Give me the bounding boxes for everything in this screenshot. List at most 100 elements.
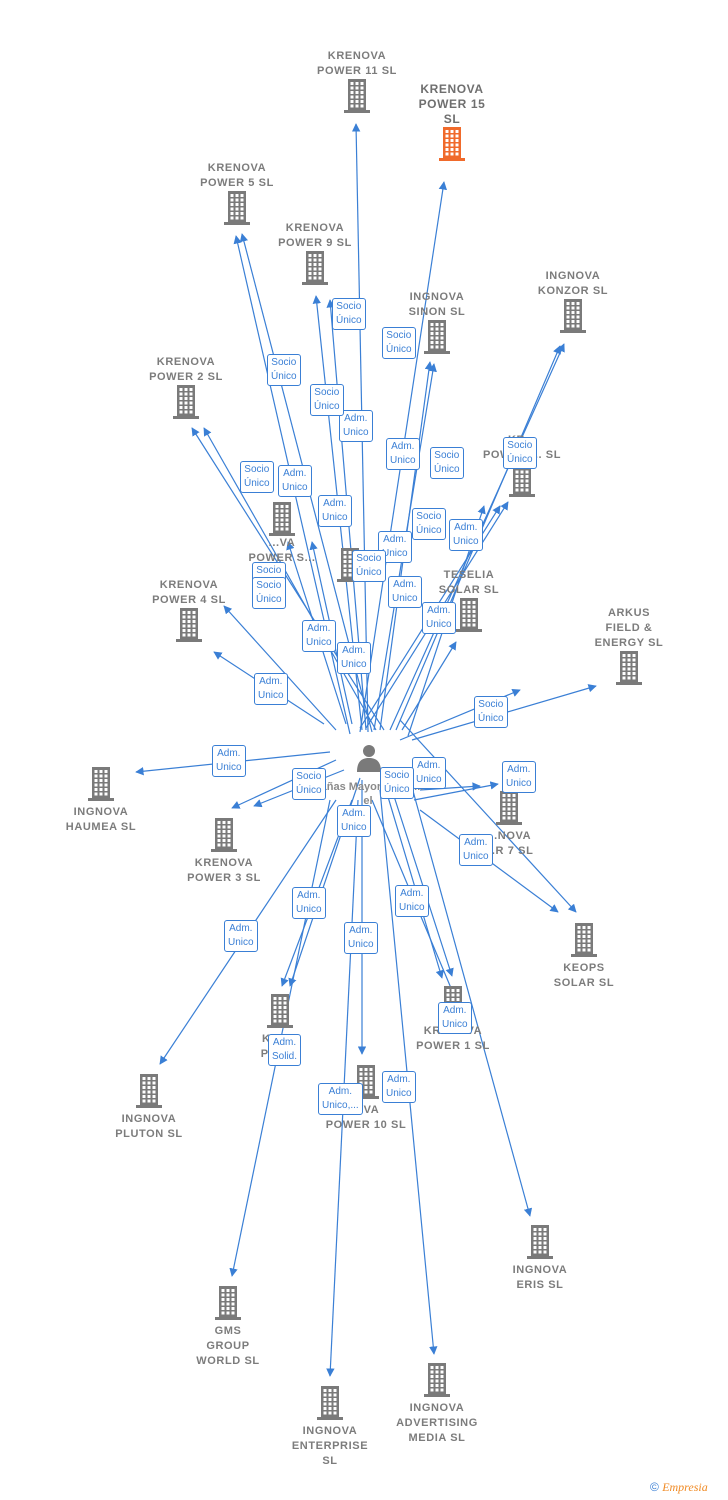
company-name: ...NOVA ...R 7 SL bbox=[484, 830, 534, 857]
relation-label[interactable]: Adm. Unico bbox=[278, 465, 312, 497]
relation-label[interactable]: Adm. Unico bbox=[502, 761, 536, 793]
relation-label[interactable]: Socio Único bbox=[382, 327, 416, 359]
relation-edge bbox=[401, 641, 457, 731]
company-node[interactable]: ARKUS FIELD & ENERGY SL bbox=[569, 606, 689, 685]
company-node[interactable]: INGNOVA ADVERTISING MEDIA SL bbox=[377, 1363, 497, 1446]
company-node[interactable]: KRENOVA POWER 2 SL bbox=[126, 355, 246, 419]
building-icon bbox=[496, 791, 522, 825]
building-icon bbox=[88, 767, 114, 801]
company-name: KEOPS SOLAR SL bbox=[553, 962, 615, 989]
relation-label[interactable]: Adm. Unico bbox=[395, 885, 429, 917]
relation-label[interactable]: Adm. Unico bbox=[254, 673, 288, 705]
company-name: INGNOVA HAUMEA SL bbox=[65, 806, 137, 833]
building-icon bbox=[302, 251, 328, 285]
building-icon bbox=[560, 299, 586, 333]
company-node[interactable]: INGNOVA PLUTON SL bbox=[89, 1074, 209, 1142]
relation-label[interactable]: Adm. Unico bbox=[224, 920, 258, 952]
relation-label[interactable]: Socio Único bbox=[252, 577, 286, 609]
relation-label[interactable]: Adm. Unico bbox=[459, 834, 493, 866]
relation-label[interactable]: Adm. Unico bbox=[318, 495, 352, 527]
company-node[interactable]: INGNOVA HAUMEA SL bbox=[41, 767, 161, 835]
relation-label[interactable]: Socio Único bbox=[332, 298, 366, 330]
building-icon bbox=[317, 1386, 343, 1420]
brand-logo[interactable]: Empresia bbox=[662, 1480, 708, 1494]
building-icon bbox=[456, 598, 482, 632]
building-icon bbox=[439, 127, 465, 161]
company-name: KRENOVA POWER 5 SL bbox=[200, 162, 274, 189]
copyright-footer: © Empresia bbox=[650, 1480, 708, 1495]
person-node[interactable] bbox=[354, 742, 384, 772]
relation-label[interactable]: Adm. Unico bbox=[212, 745, 246, 777]
relation-label[interactable]: Adm. Unico bbox=[412, 757, 446, 789]
company-node[interactable]: KRENOVA POWER 15 SL bbox=[392, 82, 512, 161]
building-icon bbox=[267, 994, 293, 1028]
building-icon bbox=[269, 502, 295, 536]
company-node[interactable]: KEOPS SOLAR SL bbox=[524, 923, 644, 991]
company-node[interactable]: KRENOVA POWER 3 SL bbox=[164, 818, 284, 886]
company-name: KRENOVA POWER 3 SL bbox=[187, 857, 261, 884]
relation-label[interactable]: Socio Único bbox=[292, 768, 326, 800]
company-name: GMS GROUP WORLD SL bbox=[196, 1325, 260, 1367]
relation-edge bbox=[399, 719, 577, 913]
company-node[interactable]: KRENOVA POWER 4 SL bbox=[129, 578, 249, 642]
relation-label[interactable]: Socio Único bbox=[267, 354, 301, 386]
relation-label[interactable]: Socio Único bbox=[503, 437, 537, 469]
company-name: KRENOVA POWER 11 SL bbox=[317, 50, 397, 77]
company-name: INGNOVA PLUTON SL bbox=[115, 1113, 183, 1140]
company-name: KRENOVA POWER 15 SL bbox=[418, 82, 486, 126]
company-node[interactable]: KRENOVA POWER 5 SL bbox=[177, 161, 297, 225]
company-node[interactable]: KRENOVA POWER 9 SL bbox=[255, 221, 375, 285]
relation-label[interactable]: Socio Único bbox=[474, 696, 508, 728]
relation-edge bbox=[419, 782, 481, 791]
relation-label[interactable]: Socio Único bbox=[352, 550, 386, 582]
company-node[interactable]: ...NOVA ...R 7 SL bbox=[449, 791, 569, 859]
relation-label[interactable]: Adm. Unico bbox=[337, 805, 371, 837]
relation-label[interactable]: Socio Único bbox=[430, 447, 464, 479]
relation-label[interactable]: Socio Único bbox=[380, 767, 414, 799]
company-node[interactable]: INGNOVA ERIS SL bbox=[480, 1225, 600, 1293]
company-name: KRENOVA POWER 9 SL bbox=[278, 222, 352, 249]
company-node[interactable]: ...VA POWER S... bbox=[222, 502, 342, 566]
relation-label[interactable]: Adm. Unico,... bbox=[318, 1083, 363, 1115]
relation-label[interactable]: Adm. Unico bbox=[292, 887, 326, 919]
relation-label[interactable]: Adm. Unico bbox=[344, 922, 378, 954]
building-icon bbox=[424, 1363, 450, 1397]
relation-edge bbox=[409, 779, 533, 1217]
company-name: INGNOVA ENTERPRISE SL bbox=[291, 1425, 369, 1467]
building-icon bbox=[173, 385, 199, 419]
building-icon bbox=[571, 923, 597, 957]
relation-edge bbox=[223, 605, 337, 731]
company-node[interactable]: INGNOVA SINON SL bbox=[377, 290, 497, 354]
company-node[interactable]: INGNOVA ENTERPRISE SL bbox=[270, 1386, 390, 1469]
company-name: INGNOVA KONZOR SL bbox=[537, 270, 609, 297]
copyright-icon: © bbox=[650, 1480, 659, 1494]
company-node[interactable]: KRENOVA POWER 11 SL bbox=[297, 49, 417, 113]
building-icon bbox=[344, 79, 370, 113]
building-icon bbox=[215, 1286, 241, 1320]
company-node[interactable]: INGNOVA KONZOR SL bbox=[513, 269, 633, 333]
building-icon bbox=[224, 191, 250, 225]
relation-label[interactable]: Adm. Solid. bbox=[268, 1034, 302, 1066]
building-icon bbox=[616, 651, 642, 685]
company-name: ARKUS FIELD & ENERGY SL bbox=[594, 607, 664, 649]
relation-label[interactable]: Adm. Unico bbox=[386, 438, 420, 470]
company-name: ...VA POWER S... bbox=[248, 537, 316, 564]
relation-label[interactable]: Socio Único bbox=[310, 384, 344, 416]
person-icon bbox=[357, 745, 381, 772]
company-name: INGNOVA SINON SL bbox=[408, 291, 466, 318]
relation-label[interactable]: Socio Único bbox=[240, 461, 274, 493]
company-node[interactable]: GMS GROUP WORLD SL bbox=[168, 1286, 288, 1369]
relation-label[interactable]: Adm. Unico bbox=[302, 620, 336, 652]
company-node[interactable]: TESELIA SOLAR SL bbox=[409, 568, 529, 632]
relation-label[interactable]: Adm. Unico bbox=[449, 519, 483, 551]
relation-label[interactable]: Adm. Unico bbox=[388, 576, 422, 608]
company-name: KRENOVA POWER 2 SL bbox=[149, 356, 223, 383]
relation-label[interactable]: Adm. Unico bbox=[339, 410, 373, 442]
relation-label[interactable]: Adm. Unico bbox=[337, 642, 371, 674]
relation-label[interactable]: Socio Único bbox=[412, 508, 446, 540]
relation-label[interactable]: Adm. Unico bbox=[422, 602, 456, 634]
building-icon bbox=[424, 320, 450, 354]
relation-label[interactable]: Adm. Unico bbox=[382, 1071, 416, 1103]
relation-label[interactable]: Adm. Unico bbox=[438, 1002, 472, 1034]
company-name: INGNOVA ADVERTISING MEDIA SL bbox=[396, 1402, 478, 1444]
